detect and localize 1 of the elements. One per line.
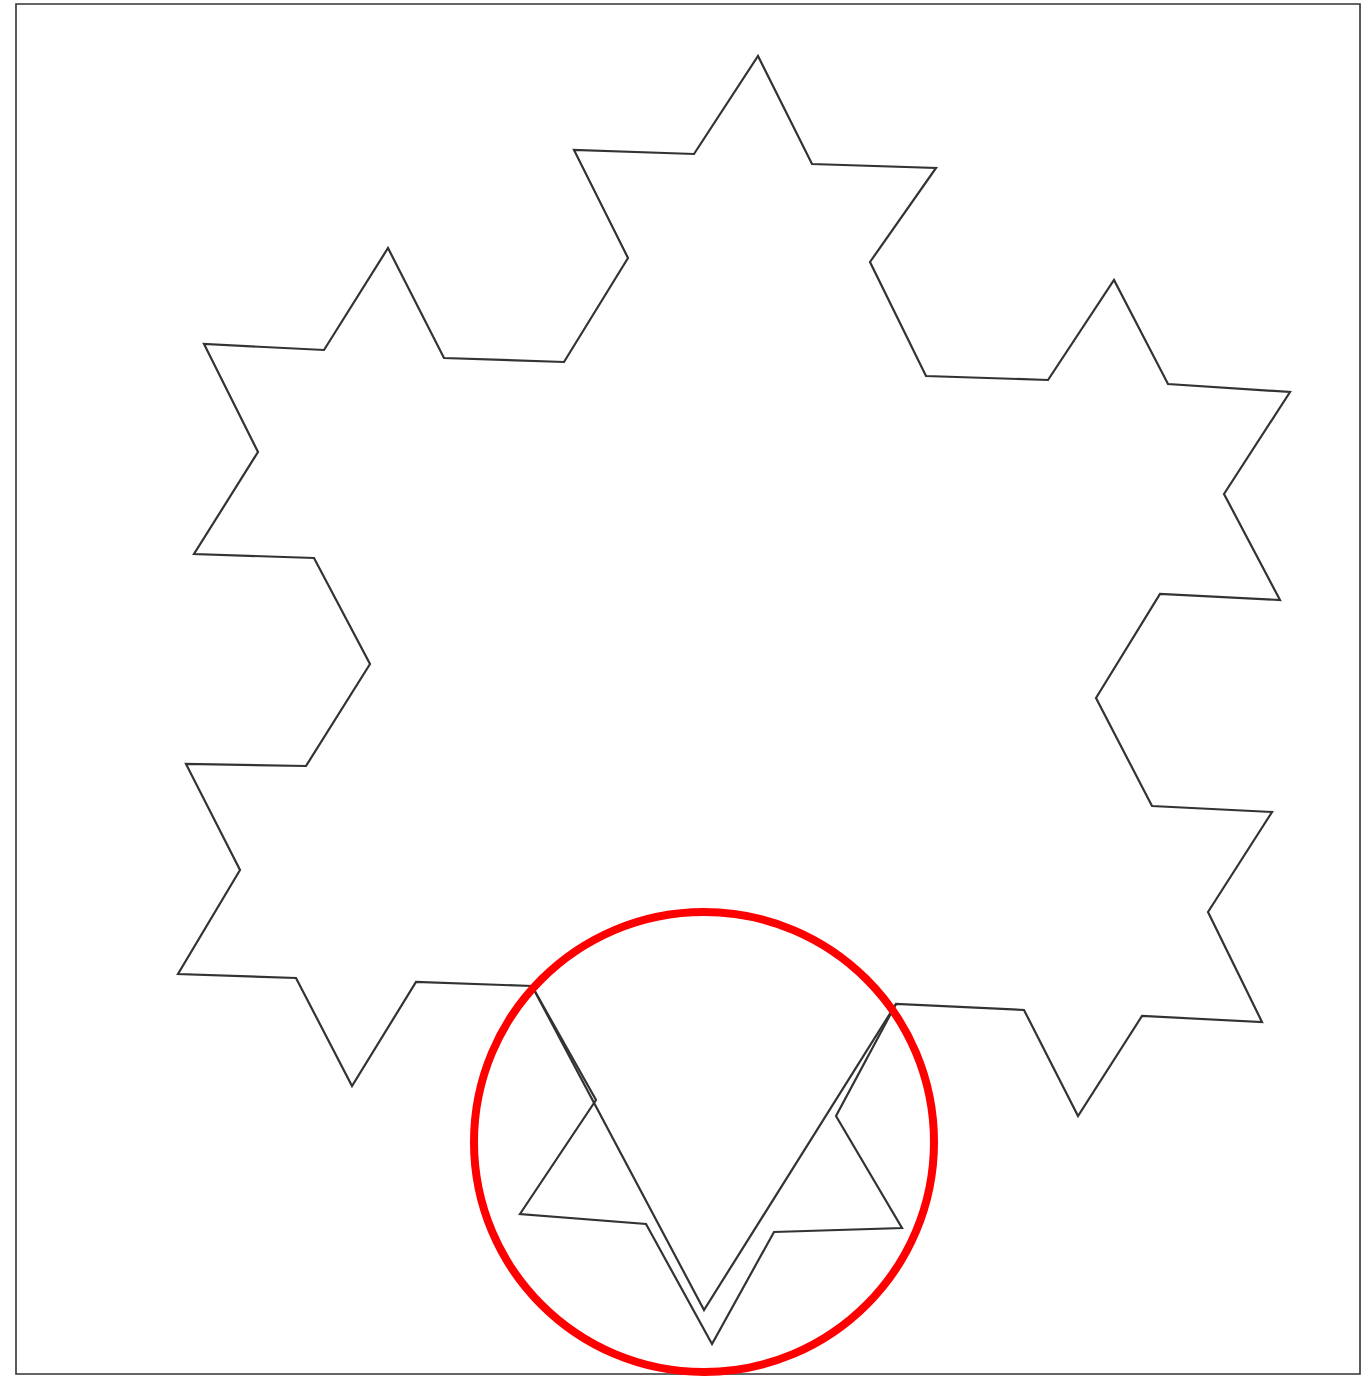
highlight-circle [470,908,938,1376]
